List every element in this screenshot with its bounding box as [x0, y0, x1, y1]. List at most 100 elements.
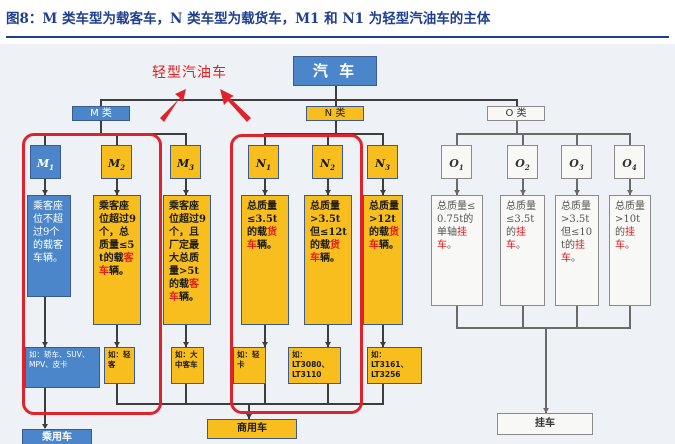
o1-subscript: 1: [458, 163, 464, 173]
o4-code-box: O4: [614, 145, 645, 179]
n2-example: 如：LT3080、LT3110: [288, 347, 341, 384]
n2-code: N: [320, 157, 331, 170]
m2-desc-highlight: 客车: [99, 253, 134, 277]
o3-subscript: 3: [578, 163, 584, 173]
m3-description: 乘客座位超过9个，且厂定最大总质量>5t的载客车辆。: [163, 195, 211, 325]
n2-desc-part1: 总质量>3.5t但≤12t的载: [310, 201, 347, 251]
n2-desc-highlight: 货车: [310, 240, 340, 264]
m2-example: 如：轻客: [104, 347, 135, 384]
n1-code-box: N1: [248, 145, 279, 179]
m3-example: 如：大中客车: [171, 347, 204, 384]
passenger-car-box: 乘用车: [22, 429, 92, 444]
n2-description: 总质量>3.5t但≤12t的载货车辆。: [304, 195, 352, 325]
n3-desc-part1: 总质量>12t的载: [369, 201, 399, 238]
commercial-vehicle-box: 商用车: [207, 419, 297, 439]
m2-desc-part2: 辆。: [109, 266, 129, 277]
n1-desc-part1: 总质量≤3.5t的载: [247, 201, 278, 238]
root-vehicle-box: 汽 车: [293, 56, 377, 86]
m3-desc-highlight: 客车: [169, 279, 199, 303]
n3-code-box: N3: [367, 145, 398, 179]
o4-desc-part2: 。: [625, 240, 635, 251]
vehicle-classification-diagram: 汽 车 轻型汽油车 M 类 N 类 O 类 M1 M2 M3 N1 N2 N3 …: [0, 44, 675, 444]
n3-desc-part2: 辆。: [379, 240, 399, 251]
m1-code: M: [36, 157, 50, 170]
n3-subscript: 3: [385, 163, 390, 173]
n1-code: N: [256, 157, 267, 170]
caption-divider: [6, 36, 669, 38]
passenger-car-label: 乘用车: [42, 432, 72, 443]
m3-desc-part1: 乘客座位超过9个，且厂定最大总质量>5t的载: [169, 201, 206, 290]
m3-subscript: 3: [189, 163, 195, 173]
o4-subscript: 4: [631, 163, 637, 173]
light-gasoline-annotation: 轻型汽油车: [152, 65, 227, 81]
n1-example-text: 如：轻卡: [237, 350, 260, 369]
group-m-label: M 类: [90, 108, 112, 119]
o1-code-box: O1: [441, 145, 472, 179]
o4-code: O: [622, 157, 632, 170]
m1-code-box: M1: [30, 145, 61, 179]
m2-description: 乘客座位超过9个，总质量≤5t的载客车辆。: [93, 195, 141, 325]
root-label: 汽 车: [312, 62, 358, 80]
m2-example-text: 如：轻客: [108, 350, 131, 369]
red-arrow-to-m: [160, 89, 186, 122]
o2-subscript: 2: [524, 163, 530, 173]
o3-desc-part2: 。: [571, 253, 581, 264]
o3-description: 总质量>3.5t但≤10t的挂车。: [555, 195, 599, 306]
o4-description: 总质量>10t的挂车。: [609, 195, 651, 306]
n1-desc-highlight: 货车: [247, 227, 277, 251]
group-n-box: N 类: [306, 106, 364, 121]
n2-example-text: 如：LT3080、LT3110: [292, 350, 330, 379]
n2-desc-part2: 辆。: [320, 253, 340, 264]
n3-example: 如：LT3161、LT3256: [367, 347, 422, 384]
m1-example: 如：轿车、SUV、MPV、皮卡: [25, 347, 100, 388]
group-n-label: N 类: [324, 108, 346, 119]
m3-desc-part2: 辆。: [179, 292, 199, 303]
m1-m2-highlight-outline: [22, 133, 162, 415]
figure-caption: 图8：M 类车型为载客车，N 类车型为载货车，M1 和 N1 为轻型汽油车的主体: [6, 11, 491, 27]
m1-description-text: 乘客座位不超过9个的载客车辆。: [33, 201, 63, 264]
n3-description: 总质量>12t的载货车辆。: [363, 195, 403, 325]
o2-desc-part2: 。: [516, 240, 526, 251]
group-o-box: O 类: [487, 106, 545, 121]
n1-subscript: 1: [266, 163, 271, 173]
o1-desc-part2: 。: [447, 240, 457, 251]
o2-desc-highlight: 挂车: [506, 227, 526, 251]
m1-example-text: 如：轿车、SUV、MPV、皮卡: [29, 350, 90, 369]
commercial-vehicle-label: 商用车: [237, 423, 267, 434]
m1-subscript: 1: [49, 163, 55, 173]
n1-example: 如：轻卡: [233, 347, 266, 384]
n3-desc-highlight: 货车: [369, 227, 399, 251]
o3-code: O: [569, 157, 579, 170]
n2-subscript: 2: [330, 163, 335, 173]
red-arrow-to-n: [220, 89, 251, 122]
m3-code-box: M3: [170, 145, 201, 179]
o2-code-box: O2: [507, 145, 538, 179]
n1-description: 总质量≤3.5t的载货车辆。: [241, 195, 289, 325]
m3-example-text: 如：大中客车: [175, 350, 198, 369]
n1-n2-highlight-outline: [230, 134, 363, 414]
group-o-label: O 类: [505, 108, 527, 119]
n3-example-text: 如：LT3161、LT3256: [371, 350, 409, 379]
o4-desc-part1: 总质量>10t的: [615, 201, 645, 238]
m3-code: M: [176, 157, 190, 170]
n3-code: N: [375, 157, 386, 170]
o1-desc-part1: 总质量≤0.75t的单轴: [437, 201, 476, 238]
n1-desc-part2: 辆。: [257, 240, 277, 251]
o2-code: O: [515, 157, 525, 170]
n2-code-box: N2: [312, 145, 343, 179]
o3-desc-highlight: 挂车: [561, 240, 586, 264]
o4-desc-highlight: 挂车: [615, 227, 635, 251]
o1-desc-highlight: 挂车: [437, 227, 467, 251]
m2-desc-part1: 乘客座位超过9个，总质量≤5t的载: [99, 201, 136, 264]
o1-description: 总质量≤0.75t的单轴挂车。: [431, 195, 483, 306]
red-arrows: [160, 89, 251, 122]
o1-code: O: [449, 157, 459, 170]
o3-desc-part1: 总质量>3.5t但≤10t的: [561, 201, 593, 251]
o2-description: 总质量≤3.5t的挂车。: [500, 195, 545, 306]
m1-description: 乘客座位不超过9个的载客车辆。: [27, 195, 71, 297]
trailer-label: 挂车: [535, 418, 555, 429]
m2-subscript: 2: [120, 163, 126, 173]
m2-code-box: M2: [101, 145, 132, 179]
group-m-box: M 类: [72, 106, 130, 121]
o2-desc-part1: 总质量≤3.5t的: [506, 201, 536, 238]
